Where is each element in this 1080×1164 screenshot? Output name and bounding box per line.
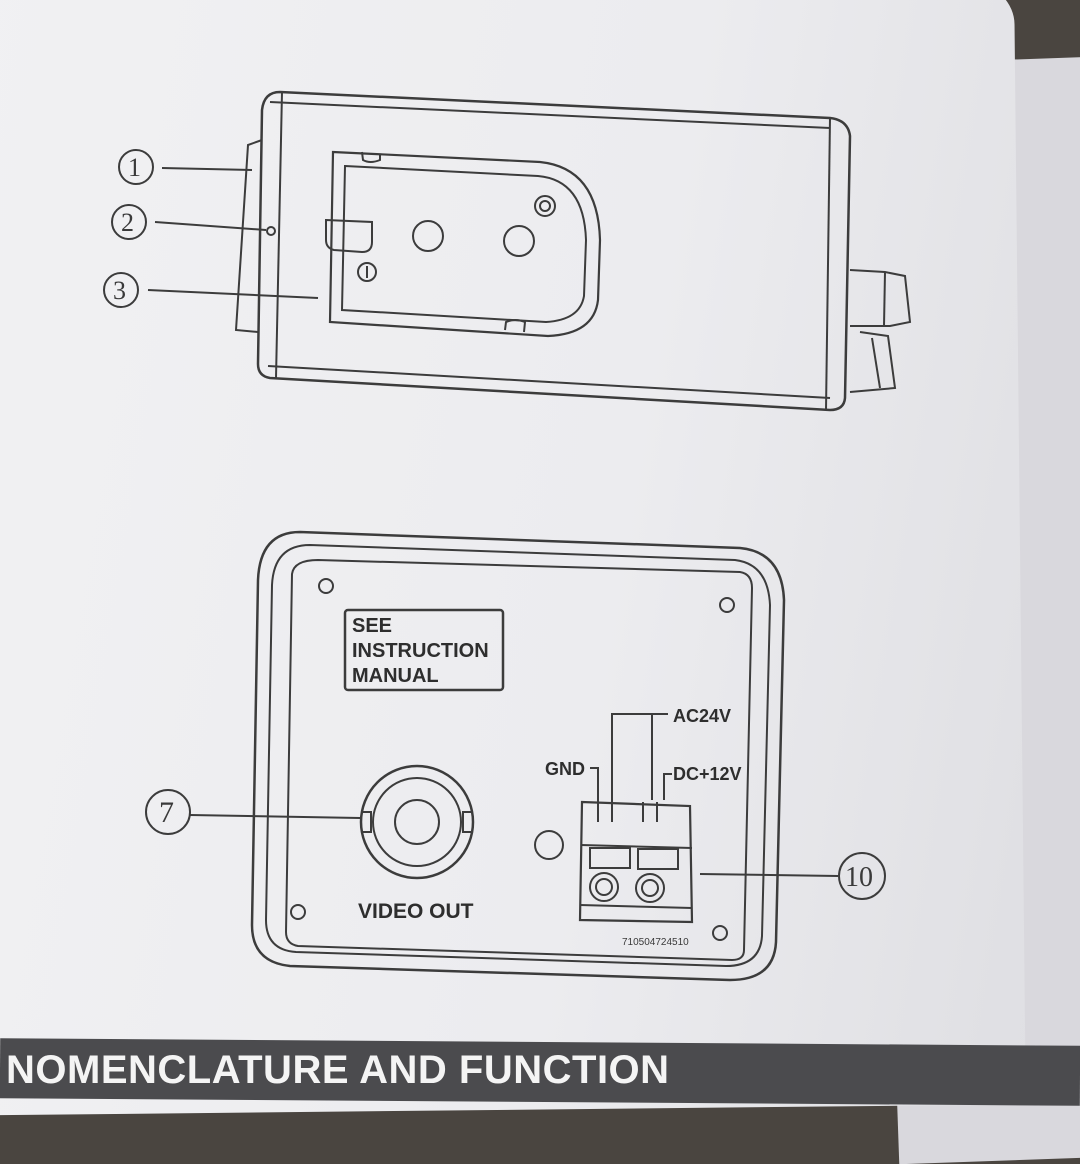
camera-rear-panel [250,530,786,982]
ac24v-label: AC24V [673,706,731,726]
dc12v-label: DC+12V [673,764,742,784]
serial-number: 710504724510 [622,937,689,948]
callout-number-2: 2 [121,208,134,237]
callout-line-10 [699,873,839,877]
gnd-label: GND [545,759,585,779]
callout-number-10: 10 [845,862,873,893]
callout-line-1 [161,167,253,171]
callout-circle-1 [118,149,154,185]
warning-line-1: SEE [352,615,392,637]
callout-circle-2 [111,204,147,240]
callout-line-2 [154,221,267,231]
callout-circle-7 [145,789,191,835]
callout-circle-3 [103,272,139,308]
callout-number-1: 1 [128,153,141,182]
camera-side-view [234,90,912,412]
camera-diagram: 1 2 3 7 10 SEE INSTRUCTION MANUAL VIDEO … [103,90,912,982]
callout-line-7 [189,814,361,819]
callout-circle-10 [838,852,886,900]
warning-line-3: MANUAL [352,665,439,687]
video-out-label: VIDEO OUT [358,900,474,923]
callout-number-7: 7 [159,796,174,829]
callout-number-3: 3 [113,276,126,305]
section-title: NOMENCLATURE AND FUNCTION [6,1048,670,1092]
warning-line-2: INSTRUCTION [352,640,489,662]
callout-line-3 [147,289,319,299]
